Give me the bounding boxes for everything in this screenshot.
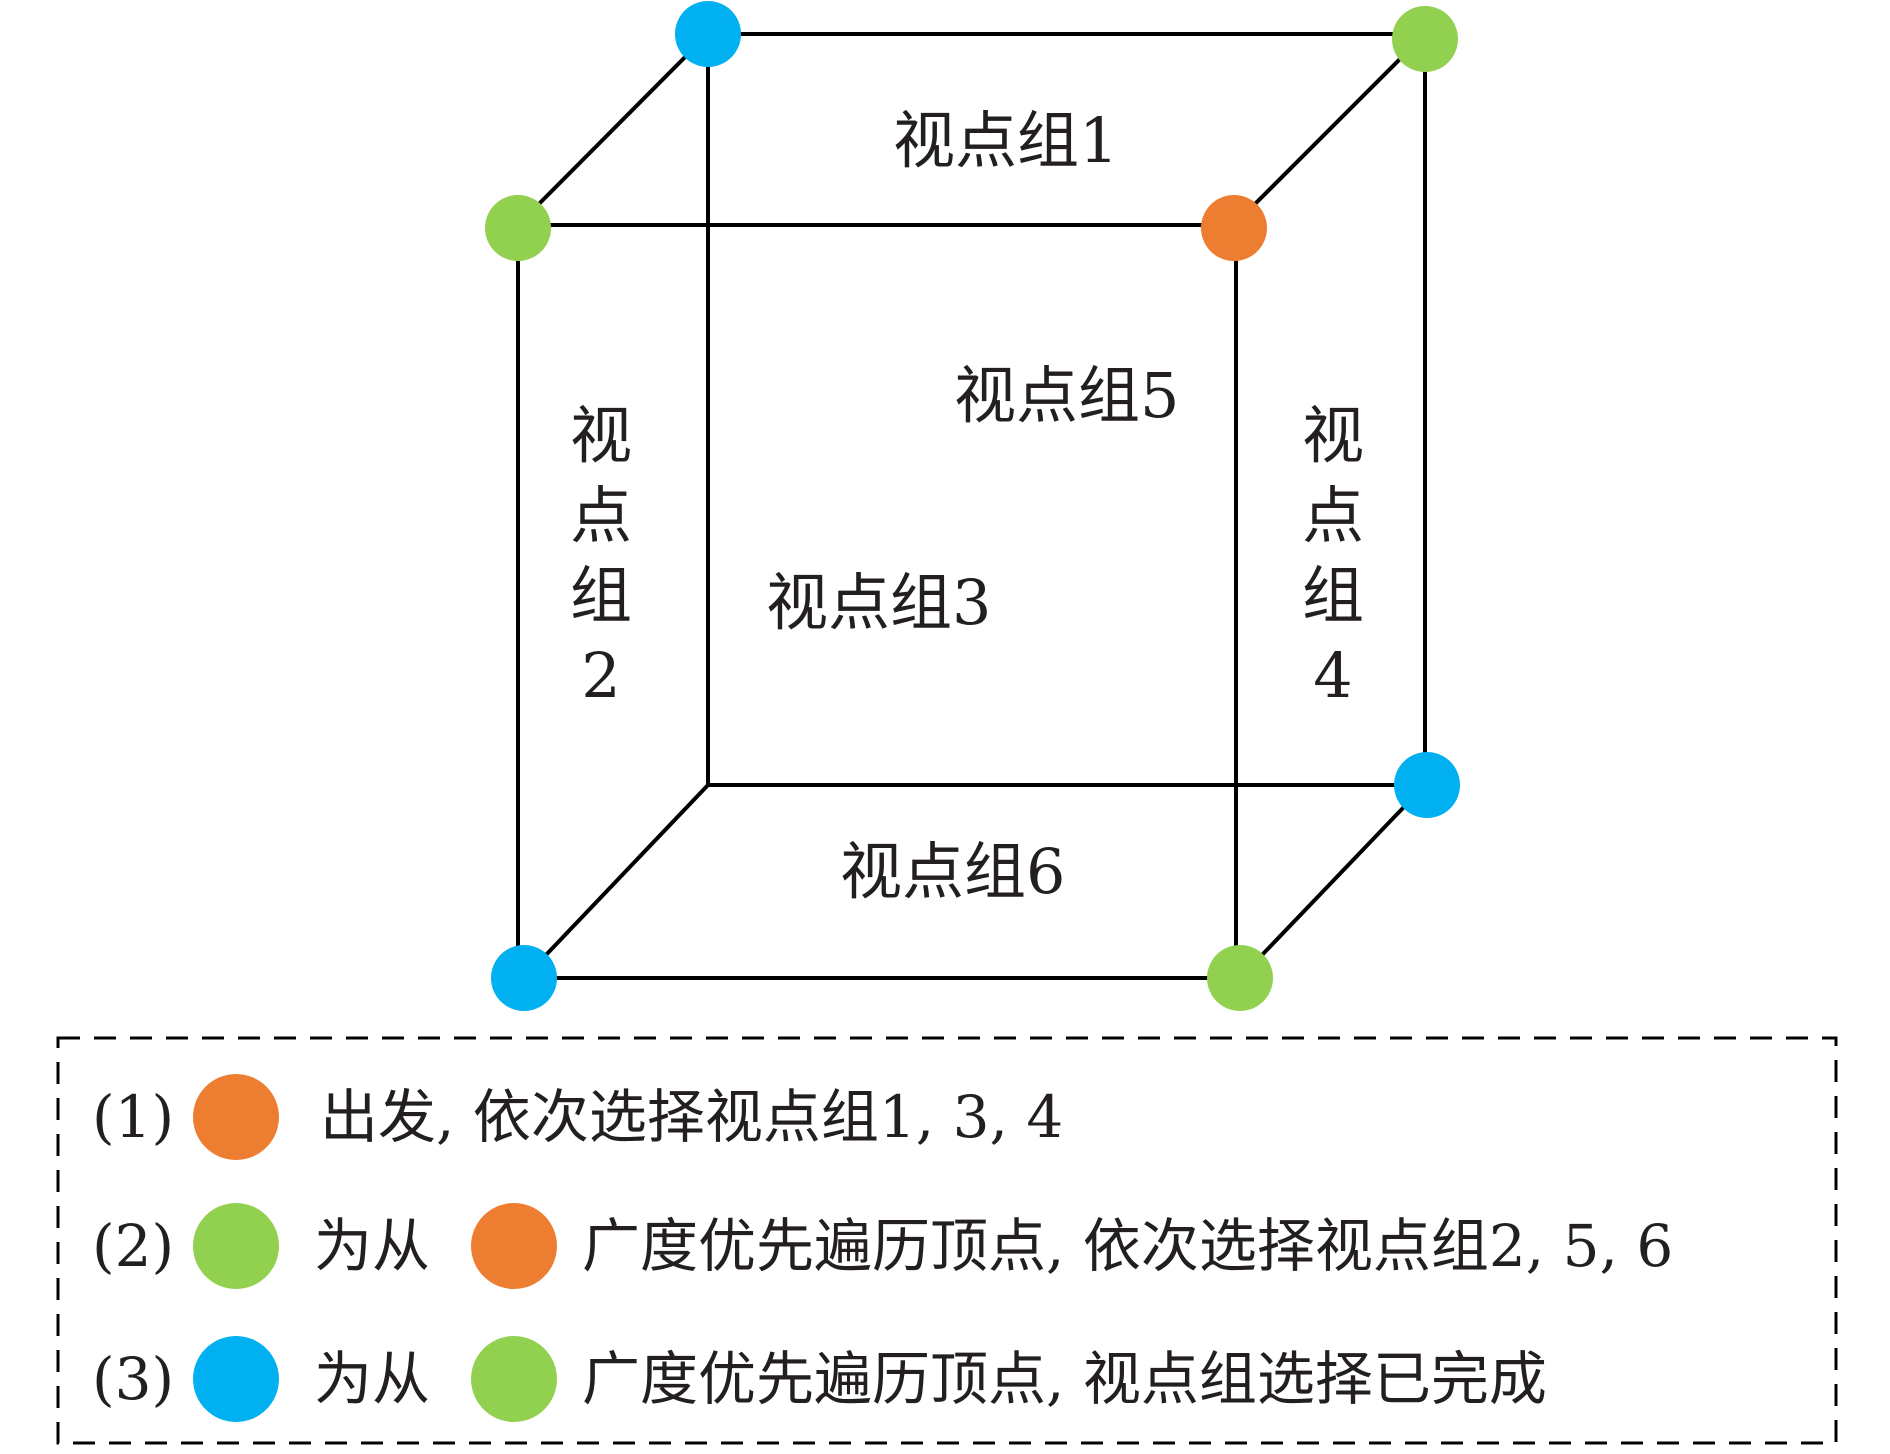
vertex-front-top-right: [1201, 195, 1267, 261]
legend-green-dot: [193, 1203, 279, 1289]
vertex-front-top-left: [485, 195, 551, 261]
legend-orange-dot: [471, 1203, 557, 1289]
legend-row-2: (2) 为从 广度优先遍历顶点, 依次选择视点组2, 5, 6: [92, 1203, 1673, 1289]
face-label-group-3: 视点组3: [766, 566, 991, 639]
legend: (1) 出发, 依次选择视点组1, 3, 4 (2) 为从 广度优先遍历顶点, …: [92, 1074, 1673, 1422]
cube-edges: [516, 32, 1427, 980]
face-label-group-2-char: 点: [570, 479, 632, 552]
legend-row-1-text: 出发, 依次选择视点组1, 3, 4: [320, 1083, 1063, 1151]
face-label-group-4-char: 组: [1302, 559, 1364, 632]
face-label-group-2: 视 点 组 2: [570, 399, 632, 712]
legend-row-3-text: 广度优先遍历顶点, 视点组选择已完成: [582, 1345, 1547, 1413]
legend-row-2-text: 广度优先遍历顶点, 依次选择视点组2, 5, 6: [582, 1212, 1673, 1280]
vertex-back-top-right: [1392, 6, 1458, 72]
cube-vertices: [485, 1, 1460, 1011]
face-label-group-4-char: 点: [1302, 479, 1364, 552]
vertex-front-bottom-right: [1207, 945, 1273, 1011]
legend-green-dot: [471, 1336, 557, 1422]
vertex-back-top-left: [675, 1, 741, 67]
face-label-group-4-char: 视: [1302, 399, 1364, 472]
legend-row-3-number: (3): [92, 1345, 174, 1413]
face-label-group-2-char: 视: [570, 399, 632, 472]
legend-row-1-number: (1): [92, 1083, 174, 1151]
face-label-group-4: 视 点 组 4: [1302, 399, 1364, 712]
legend-row-3-mid: 为从: [314, 1345, 430, 1413]
legend-box: [56, 1036, 1838, 1445]
face-label-group-1: 视点组1: [893, 104, 1118, 177]
edge-connector-bottom-left: [522, 783, 710, 980]
face-label-group-5: 视点组5: [954, 359, 1179, 432]
legend-row-2-number: (2): [92, 1212, 174, 1280]
face-label-group-2-char: 2: [581, 639, 620, 712]
legend-row-3: (3) 为从 广度优先遍历顶点, 视点组选择已完成: [92, 1336, 1547, 1422]
legend-blue-dot: [193, 1336, 279, 1422]
legend-row-1: (1) 出发, 依次选择视点组1, 3, 4: [92, 1074, 1063, 1160]
edge-connector-top-left: [516, 32, 710, 227]
vertex-back-bottom-right: [1394, 752, 1460, 818]
face-label-group-6: 视点组6: [840, 835, 1065, 908]
edge-connector-top-right: [1232, 32, 1427, 227]
face-label-group-4-char: 4: [1313, 639, 1352, 712]
edge-connector-bottom-right: [1238, 783, 1427, 980]
legend-orange-dot: [193, 1074, 279, 1160]
face-labels: 视点组1 视点组5 视点组3 视点组6 视 点 组 2 视 点 组 4: [570, 104, 1364, 908]
legend-row-2-mid: 为从: [314, 1212, 430, 1280]
vertex-front-bottom-left: [491, 945, 557, 1011]
face-label-group-2-char: 组: [570, 559, 632, 632]
